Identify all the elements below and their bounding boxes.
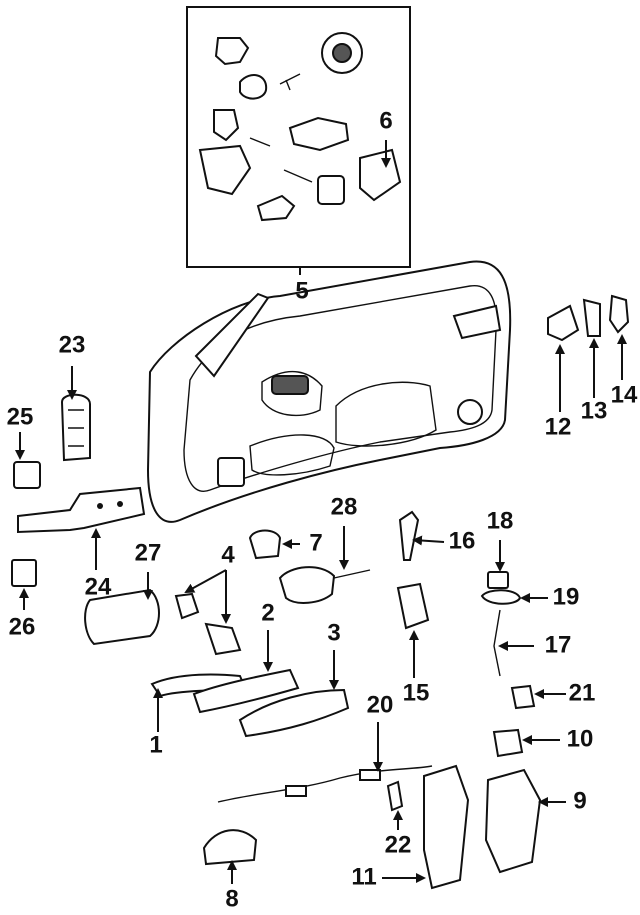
door-outer [146,260,512,523]
callout-1: 1 [149,731,162,758]
inset-clip [239,74,268,100]
door-pocket [335,381,437,447]
hinge-parts [11,393,146,587]
callout-8: 8 [225,885,238,912]
callout-26: 26 [9,613,36,640]
callout-4: 4 [221,541,235,568]
lock-actuator [278,566,336,604]
callout-23: 23 [59,331,86,358]
bracket-14 [608,294,630,334]
bracket-13 [582,298,601,337]
handle-gasket [238,688,350,738]
door-switch-panel [452,304,502,340]
rod-clip [510,684,536,710]
inset-lock-body [288,116,350,152]
handle-bracket [204,622,242,656]
inset-bracket [214,37,250,66]
door-speaker [457,399,483,425]
armrest [261,370,323,417]
callout-labels: 1 2 3 4 5 6 7 8 9 10 11 12 13 14 15 16 1… [7,107,638,912]
callout-15: 15 [403,679,430,706]
callout-9: 9 [573,787,586,814]
strap-bolt [11,559,37,587]
handle-parts [84,588,350,738]
inset-frame [186,6,411,268]
door-lock-cylinder [396,582,430,630]
handle-screw [174,592,200,620]
lock-parts [202,510,542,890]
bracket-12 [547,304,580,342]
callout-7: 7 [309,529,322,556]
inside-handle [202,829,258,866]
door-panel [146,260,512,523]
callout-17: 17 [545,631,572,658]
door-window-frame [194,292,270,378]
bracket-parts [547,294,630,342]
callout-14: 14 [611,381,638,408]
callout-25: 25 [7,403,34,430]
callout-19: 19 [553,583,580,610]
callout-20: 20 [367,691,394,718]
handle-cover [84,588,160,646]
handle-grip [192,668,300,714]
callout-27: 27 [135,539,162,566]
callout-11: 11 [351,863,376,890]
inset-retainer [213,109,240,142]
door-latch [484,768,542,874]
callout-28: 28 [331,493,358,520]
inset-tumbler [317,175,345,205]
lock-rod [398,510,420,561]
latch-cover [492,728,524,758]
latch-cable [217,765,433,803]
speaker-grille [217,457,245,487]
callout-18: 18 [487,507,514,534]
inset-key-cylinder [256,194,296,222]
callout-6: 6 [379,107,392,134]
callout-16: 16 [449,527,476,554]
callout-12: 12 [545,413,572,440]
callout-21: 21 [569,679,596,706]
lock-rod-clip [248,529,282,560]
switch-part [359,148,402,202]
callout-10: 10 [567,725,594,752]
lock-set-parts [198,32,402,222]
callout-3: 3 [327,619,340,646]
inset-plate [198,144,252,196]
lock-set-inset [186,6,411,268]
latch-bracket [423,764,470,890]
callout-24: 24 [85,573,112,600]
lock-rod-bushing [487,571,509,589]
leader-lines [15,140,627,884]
door-check-strap [17,486,146,534]
callout-2: 2 [261,599,274,626]
latch-clip [386,780,404,812]
callout-5: 5 [295,277,308,304]
callout-22: 22 [385,831,412,858]
lock-control-rod [480,589,522,605]
hinge-pin [13,461,41,489]
callout-13: 13 [581,397,608,424]
